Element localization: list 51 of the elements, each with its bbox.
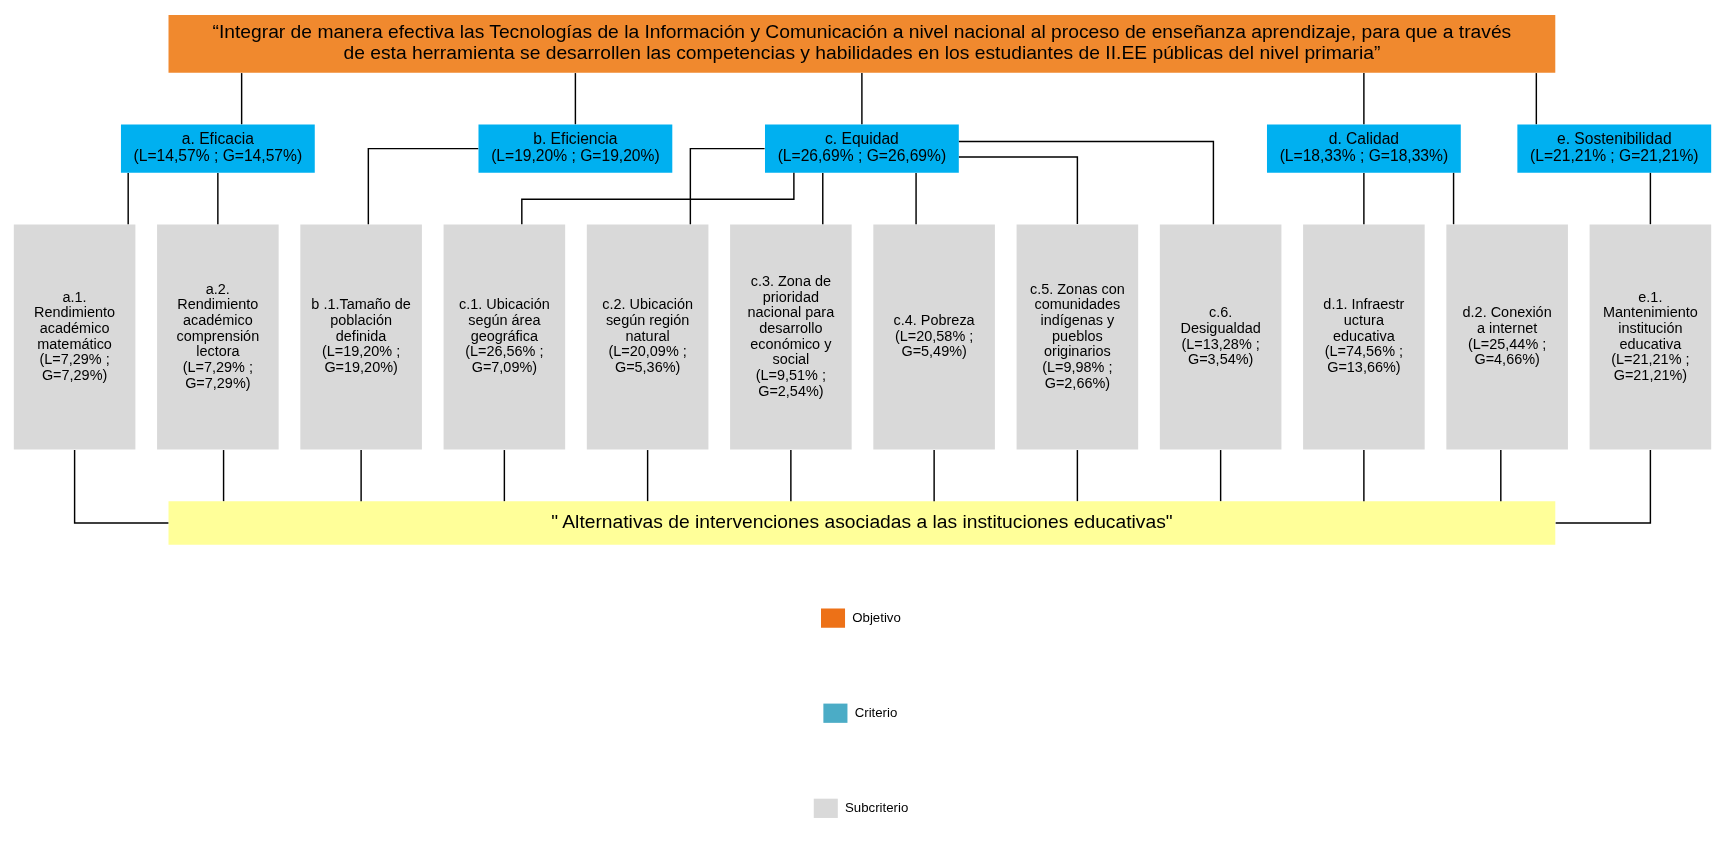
connector [359,449,362,502]
connector [957,140,1214,226]
legend-label: Criterio [854,704,897,720]
node-box: d.2. Conexión a internet (L=25,44% ; G=4,66%) [1445,224,1568,450]
connector [1076,449,1078,502]
connector [367,147,479,225]
connector [1219,449,1221,502]
connector [240,72,242,125]
connector [520,172,795,225]
node-box: c. Equidad (L=26,69% ; G=26,69%) [764,124,959,173]
connector [1554,449,1651,524]
connector [1452,172,1454,225]
connector [1362,72,1365,125]
connector [646,449,648,502]
connector [222,449,224,502]
node-box: c.3. Zona de prioridad nacional para desarrollo económico y social (L=9,51% ; G=2,54%) [729,224,852,450]
connector [1499,449,1502,502]
legend-label: Subcriterio [844,799,908,815]
connector [689,147,765,225]
node-box: c.6. Desigualdad (L=13,28% ; G=3,54%) [1159,224,1281,450]
connector [503,449,505,502]
connector [957,156,1078,225]
node-box: c.5. Zonas con comunidades indígenas y pueblos originarios (L=9,98% ; G=2,66%) [1016,224,1138,450]
node-box: e.1. Mantenimiento institución educativa (L=21,21% ; G=21,21%) [1589,224,1711,450]
node-box: c.2. Ubicación según región natural (L=20,09% ; G=5,36%) [586,224,708,450]
connector [73,449,169,524]
connector [860,72,863,125]
connector [216,172,219,225]
node-box: a.1. Rendimiento académico matemático (L=7,29% ; G=7,29%) [13,224,135,450]
node-box: a. Eficacia (L=14,57% ; G=14,57%) [120,124,315,173]
connector [1649,172,1651,225]
connector [789,449,792,502]
node-box: c.1. Ubicación según área geográfica (L=26,56% ; G=7,09%) [443,224,565,450]
connector [932,449,935,502]
connector [821,172,823,225]
node-box: d.1. Infraestructura educativa (L=74,56% ; G=13,66%) [1302,224,1425,450]
node-box: c.4. Pobreza (L=20,58% ; G=5,49%) [872,224,995,450]
node-box: e. Sostenibilidad (L=21,21% ; G=21,21%) [1516,124,1711,173]
connector [126,172,129,225]
node-box: “Integrar de manera efectiva las Tecnologías de la Información y Comunicación a nivel nacional al proceso de enseñanza aprendizaje, para que a través de esta herramienta se desarrollen las competencias y habilidades en los estudiantes de II.EE públicas del nivel primaria” [168,15,1555,73]
node-box: b .1.Tamaño de población definida (L=19,20% ; G=19,20%) [299,224,422,450]
connector [1535,72,1537,125]
node-box: " Alternativas de intervenciones asociadas a las instituciones educativas" [168,501,1555,545]
connector [1362,172,1365,225]
node-box: a.2. Rendimiento académico comprensión lectora (L=7,29% ; G=7,29%) [156,224,279,450]
connector [914,172,917,225]
connector [1362,449,1365,502]
legend-label: Objetivo [851,609,901,625]
node-box: b. Eficiencia (L=19,20% ; G=19,20%) [478,124,672,173]
node-box: d. Calidad (L=18,33% ; G=18,33%) [1266,124,1461,173]
connector [574,72,576,125]
